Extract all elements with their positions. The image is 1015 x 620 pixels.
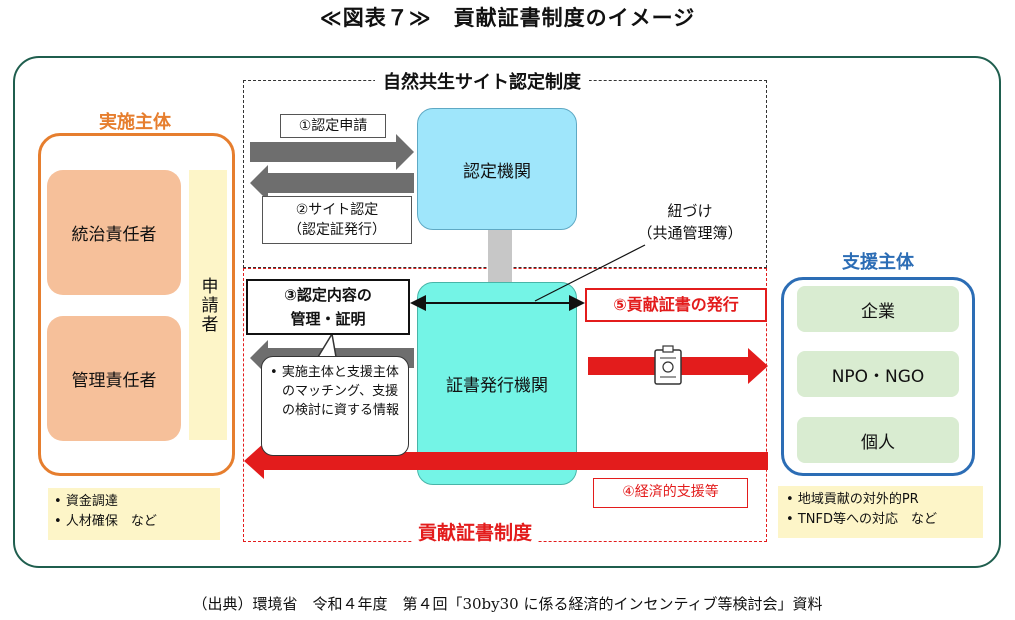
certification-body-box: 認定機関	[417, 108, 577, 230]
link-label-line-2: （共通管理簿）	[637, 224, 743, 242]
supporter-npo-ngo: NPO・NGO	[797, 351, 959, 397]
source-note: （出典）環境省 令和４年度 第４回「30by30 に係る経済的インセンティブ等検…	[192, 595, 823, 613]
governance-manager-box: 統治責任者	[47, 170, 181, 295]
certificate-icon	[654, 345, 682, 385]
arrow-apply	[250, 134, 414, 170]
benefit-item: 地域貢献の対外的PR	[786, 490, 975, 510]
step-3-line-2: 管理・証明	[290, 310, 366, 328]
step-1-label: ①認定申請	[280, 114, 386, 138]
applicant-box: 申請者	[189, 170, 227, 440]
step-2-line-1: ②サイト認定	[295, 202, 379, 218]
callout-text: • 実施主体と支援主体のマッチング、支援の検討に資する情報	[270, 365, 400, 418]
matching-info-callout: • 実施主体と支援主体のマッチング、支援の検討に資する情報	[261, 356, 409, 456]
step-3-line-1: ③認定内容の	[284, 286, 372, 304]
link-label: 紐づけ （共通管理簿）	[615, 200, 765, 244]
link-leader	[534, 244, 646, 302]
step-4-label: ④経済的支援等	[593, 478, 748, 508]
issuing-body-box: 証書発行機関	[417, 282, 577, 485]
benefit-item: 資金調達	[54, 492, 214, 512]
callout-text-body: 実施主体と支援主体のマッチング、支援の検討に資する情報	[281, 365, 400, 418]
applicant-label: 申請者	[197, 276, 218, 334]
implementer-title: 実施主体	[99, 112, 171, 133]
implementer-benefits: 資金調達 人材確保 など	[48, 488, 220, 540]
benefit-item: 人材確保 など	[54, 512, 214, 532]
step-3-label: ③認定内容の 管理・証明	[246, 279, 410, 335]
step-5-label: ⑤貢献証書の発行	[585, 288, 767, 322]
figure-title: ≪図表７≫ 貢献証書制度のイメージ	[319, 6, 696, 30]
link-label-line-1: 紐づけ	[667, 202, 713, 220]
site-certification-title: 自然共生サイト認定制度	[375, 68, 589, 94]
callout-pointer	[316, 331, 337, 358]
benefit-item: TNFD等への対応 など	[786, 510, 975, 530]
arrow-certify	[250, 165, 414, 201]
site-manager-box: 管理責任者	[47, 316, 181, 441]
step-2-line-2: （認定証発行）	[288, 222, 386, 238]
step-2-label: ②サイト認定 （認定証発行）	[262, 196, 412, 244]
contribution-certificate-title: 貢献証書制度	[412, 518, 539, 545]
outer-frame	[13, 56, 1001, 568]
body-connector	[488, 230, 512, 282]
supporter-individual: 個人	[797, 417, 959, 463]
supporter-benefits: 地域貢献の対外的PR TNFD等への対応 など	[778, 486, 983, 538]
supporter-company: 企業	[797, 286, 959, 332]
supporter-title: 支援主体	[842, 252, 914, 273]
